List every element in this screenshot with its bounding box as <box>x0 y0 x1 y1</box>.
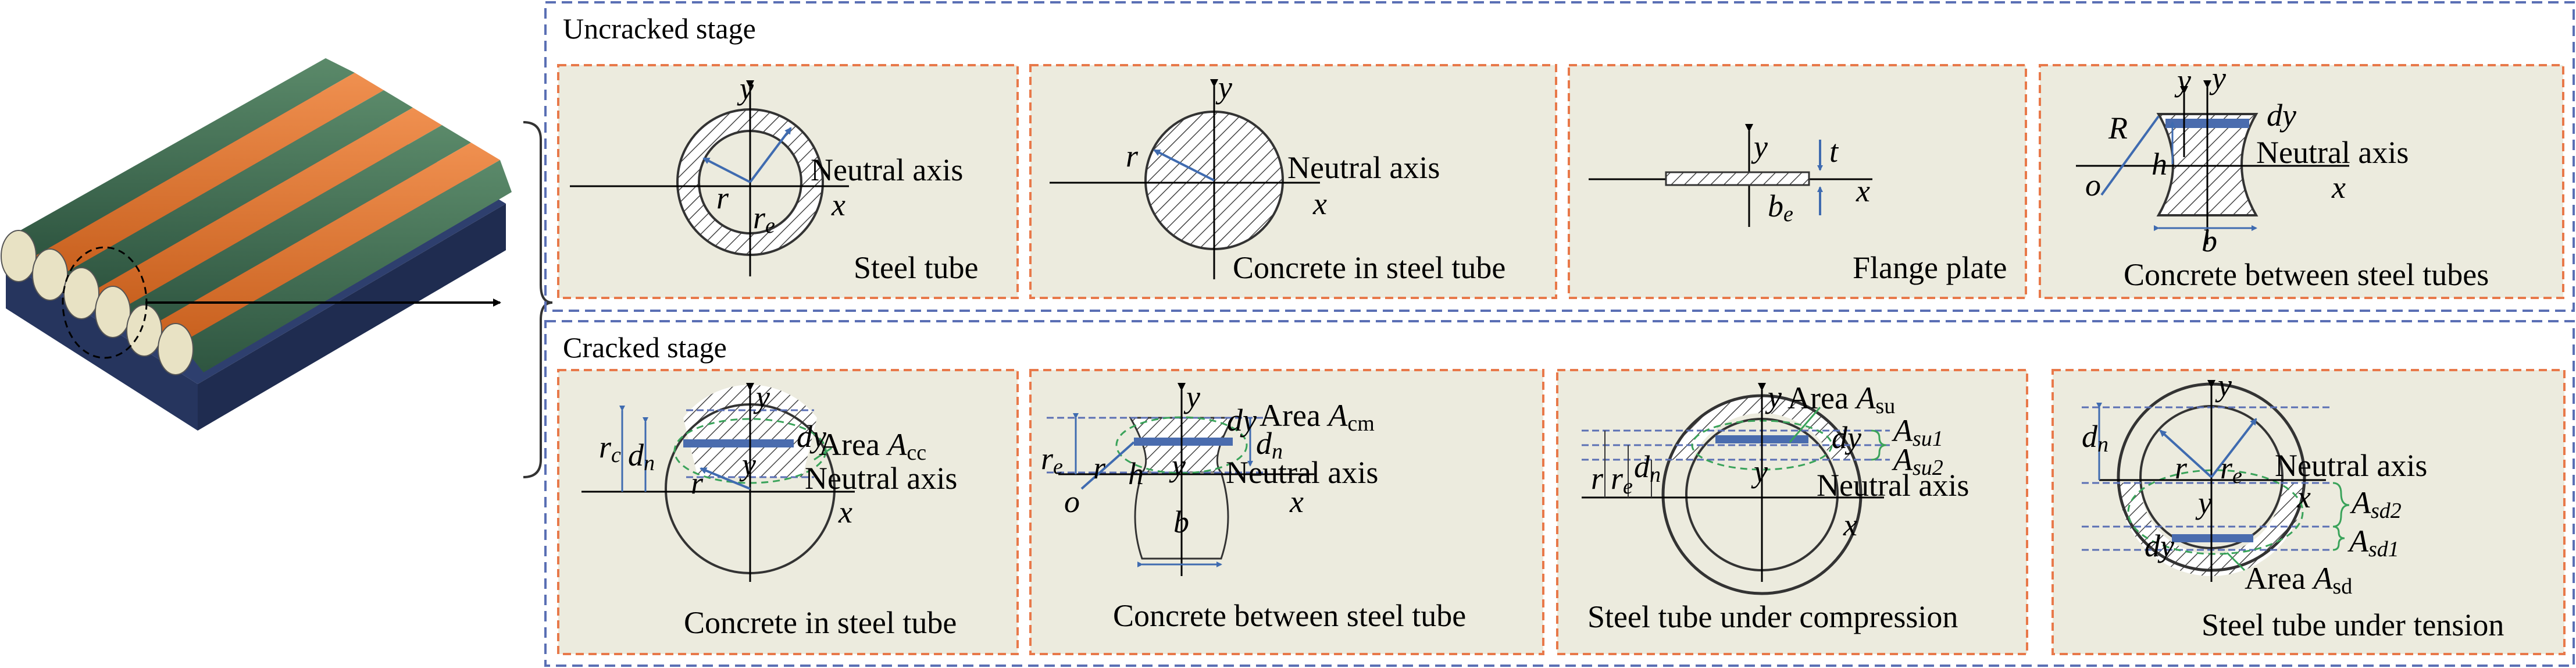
r-label: r <box>2175 450 2188 485</box>
re-label: re <box>2220 450 2242 488</box>
rc-label: rc <box>599 429 621 467</box>
uncracked-stage-title: Uncracked stage <box>563 12 756 45</box>
panel-caption: Steel tube under tension <box>2202 607 2504 642</box>
r-label: r <box>716 180 729 215</box>
area-label: Area Acc <box>819 427 926 465</box>
r-label: r <box>1093 450 1106 485</box>
axis-y-label: y <box>753 379 770 414</box>
panel-caption: Flange plate <box>1853 250 2007 285</box>
axis-y-label: y <box>1215 70 1232 105</box>
o-label: o <box>1064 484 1080 519</box>
axis-y-label: y <box>1765 379 1782 414</box>
asd2-label: Asd2 <box>2350 485 2402 523</box>
panel-uncracked-concrete-in-tube: y x r Neutral axis Concrete in steel tub… <box>1029 64 1557 299</box>
dn-label: dn <box>628 438 655 475</box>
asu1-label: Asu1 <box>1892 413 1943 451</box>
asd1-label: Asd1 <box>2347 524 2399 562</box>
y-label: y <box>1751 454 1768 489</box>
neutral-axis-label: Neutral axis <box>805 461 957 496</box>
cracked-stage-frame <box>544 320 2575 667</box>
axis-x-label: x <box>1856 173 1870 208</box>
panel-cracked-concrete-in-tube: y x rc dn r y dy Area Acc Neutral axis C… <box>557 369 1019 655</box>
panel-caption: Concrete between steel tube <box>1113 598 1466 633</box>
area-label: Area Asu <box>1787 381 1895 418</box>
axis-x-label: x <box>1312 186 1327 221</box>
area-label: Area Acm <box>1260 398 1375 436</box>
dy-label: dy <box>1832 420 1861 455</box>
axis-x-label: x <box>2296 479 2311 514</box>
dy-label: dy <box>797 419 826 454</box>
re-label: re <box>1611 461 1633 499</box>
panel-cracked-tube-compression: y x r re dn y dy Area Asu Asu1 Asu2 Neut… <box>1556 369 2028 655</box>
neutral-axis-label: Neutral axis <box>1287 150 1440 185</box>
panel-uncracked-flange-plate: y x t be Flange plate <box>1568 64 2027 299</box>
r-label: r <box>691 466 704 500</box>
y-label: y <box>739 447 756 482</box>
b-label: b <box>1173 504 1189 539</box>
cracked-stage-title: Cracked stage <box>563 331 727 364</box>
neutral-axis-label: Neutral axis <box>1817 468 1969 503</box>
panel-uncracked-steel-tube: y x r re Neutral axis Steel tube <box>557 64 1019 299</box>
panel-uncracked-concrete-between-tubes: y y x R h o b dy Neutral axis Concrete b… <box>2039 61 2564 299</box>
asu2-label: Asu2 <box>1892 442 1943 480</box>
neutral-axis-label: Neutral axis <box>811 152 963 187</box>
dy-label: dy <box>1227 403 1257 438</box>
panel-caption: Steel tube under compression <box>1587 599 1958 634</box>
y-label: y <box>1169 448 1186 483</box>
y-label: y <box>2195 485 2212 520</box>
neutral-axis-label: Neutral axis <box>2256 135 2409 170</box>
axis-x-label: x <box>838 495 852 530</box>
axis-y-label-2: y <box>2209 61 2226 95</box>
axis-y-label: y <box>2215 368 2232 403</box>
panel-caption: Concrete in steel tube <box>684 605 957 640</box>
panel-cracked-concrete-between-tubes: y x re r h y o b dy dn Area Acm Neutral … <box>1029 369 1544 655</box>
r-label: r <box>1591 461 1604 496</box>
area-label: Area Asd <box>2245 561 2352 599</box>
axis-x-label: x <box>2331 170 2346 205</box>
o-label: o <box>2085 168 2101 202</box>
dn-label: dn <box>1634 449 1661 487</box>
dy-label: dy <box>2267 98 2296 133</box>
axis-x-label: x <box>831 187 845 222</box>
neutral-axis-label: Neutral axis <box>1226 455 1378 490</box>
dy-label: dy <box>2145 528 2174 563</box>
axis-y-label: y <box>1751 129 1768 164</box>
h-label: h <box>2152 147 2167 182</box>
axis-y-label: y <box>2174 63 2191 98</box>
panel-caption: Concrete between steel tubes <box>2124 257 2489 292</box>
dn-label: dn <box>1256 426 1283 464</box>
uncracked-stage-frame <box>544 1 2575 312</box>
neutral-axis-label: Neutral axis <box>2275 448 2427 483</box>
h-label: h <box>1128 456 1144 491</box>
axis-x-label: x <box>1289 484 1304 519</box>
dn-label: dn <box>2082 419 2108 457</box>
panel-caption: Concrete in steel tube <box>1233 250 1505 285</box>
b-label: b <box>2202 223 2217 258</box>
R-label: R <box>2108 111 2128 145</box>
panel-caption: Steel tube <box>854 250 978 285</box>
slab-illustration <box>1 58 512 431</box>
axis-y-label: y <box>737 71 754 106</box>
be-label: be <box>1768 189 1793 226</box>
panel-cracked-tube-tension: y x dn r re y dy Asd2 Asd1 Area Asd Neut… <box>2051 368 2566 655</box>
grouping-brace <box>523 121 553 478</box>
re-label: re <box>1041 441 1063 479</box>
t-label: t <box>1829 134 1839 169</box>
r-label: r <box>1126 138 1139 173</box>
axis-x-label: x <box>1843 507 1857 542</box>
axis-y-label: y <box>1183 379 1200 414</box>
re-label: re <box>753 200 775 238</box>
